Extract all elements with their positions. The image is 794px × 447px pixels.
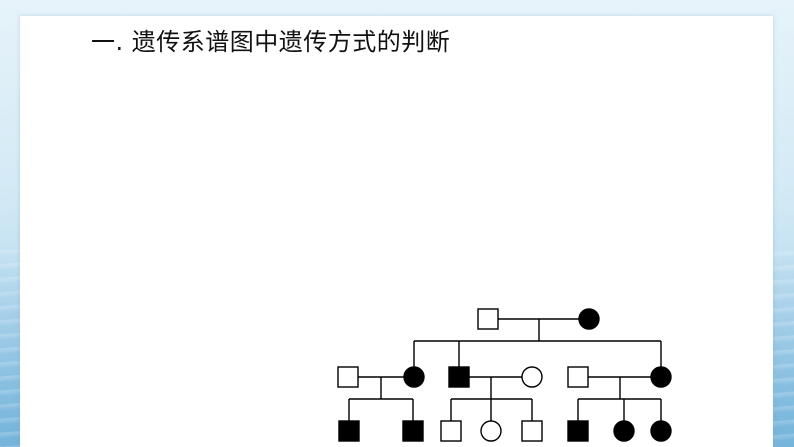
unaffected-female-circle [521,366,543,388]
unaffected-male-square [567,366,589,388]
affected-female-circle [578,308,600,330]
affected-female-circle [613,420,635,442]
unaffected-male-square [521,420,543,442]
slide-title: 一. 遗传系谱图中遗传方式的判断 [91,28,451,56]
unaffected-male-square [440,420,462,442]
affected-female-circle [403,366,425,388]
affected-female-circle [650,366,672,388]
slide-content-panel [20,16,773,447]
affected-male-square [448,366,470,388]
unaffected-male-square [337,366,359,388]
unaffected-male-square [477,308,499,330]
affected-male-square [338,420,360,442]
affected-male-square [402,420,424,442]
unaffected-female-circle [480,420,502,442]
affected-female-circle [650,420,672,442]
affected-male-square [567,420,589,442]
